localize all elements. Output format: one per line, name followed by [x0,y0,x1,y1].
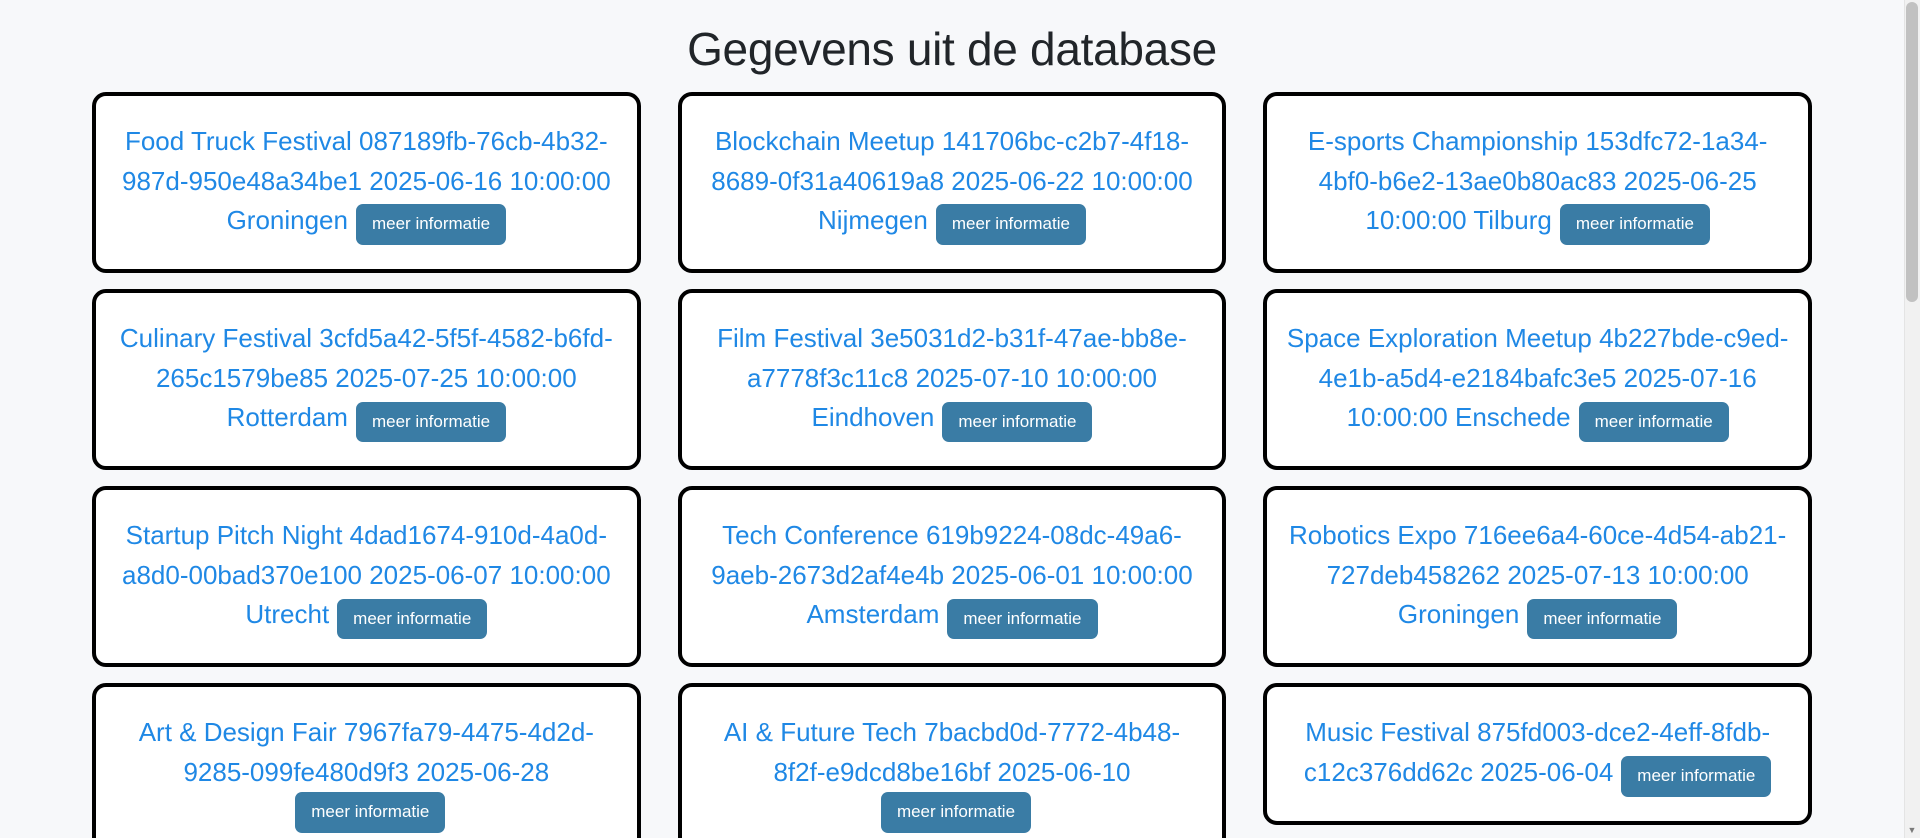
event-card: Blockchain Meetup 141706bc-c2b7-4f18-868… [677,92,1227,274]
event-card: Robotics Expo 716ee6a4-60ce-4d54-ab21-72… [1263,486,1812,668]
event-card: E-sports Championship 153dfc72-1a34-4bf0… [1263,92,1812,274]
page-title: Gegevens uit de database [687,23,1217,75]
more-info-button[interactable]: meer informatie [337,598,488,640]
event-card: Startup Pitch Night 4dad1674-910d-4a0d-a… [92,486,641,668]
more-info-button[interactable]: meer informatie [1578,401,1729,443]
event-card-text: E-sports Championship 153dfc72-1a34-4bf0… [1307,126,1768,236]
more-info-button[interactable]: meer informatie [1527,598,1678,640]
event-card-text: Tech Conference 619b9224-08dc-49a6-9aeb-… [711,520,1193,630]
more-info-button[interactable]: meer informatie [355,204,507,246]
scroll-down-arrow-icon[interactable]: ▼ [1907,825,1917,835]
more-info-button[interactable]: meer informatie [880,792,1032,834]
more-info-button[interactable]: meer informatie [935,204,1086,246]
event-card-text: Art & Design Fair 7967fa79-4475-4d2d-928… [138,717,594,787]
scrollbar-thumb[interactable] [1906,2,1918,302]
event-card: Food Truck Festival 087189fb-76cb-4b32-9… [92,92,641,274]
event-card: Film Festival 3e5031d2-b31f-47ae-bb8e-a7… [677,289,1227,471]
event-card-grid: Food Truck Festival 087189fb-76cb-4b32-9… [0,92,1904,838]
vertical-scrollbar[interactable]: ▲ ▼ [1904,0,1920,838]
more-info-button[interactable]: meer informatie [295,792,446,834]
event-card-text: Space Exploration Meetup 4b227bde-c9ed-4… [1286,323,1789,433]
event-card: Music Festival 875fd003-dce2-4eff-8fdb-c… [1263,683,1812,826]
more-info-button[interactable]: meer informatie [355,401,507,443]
more-info-button[interactable]: meer informatie [942,401,1093,443]
event-card-text: Music Festival 875fd003-dce2-4eff-8fdb-c… [1303,717,1771,787]
event-card-text: AI & Future Tech 7bacbd0d-7772-4b48-8f2f… [723,717,1181,787]
more-info-button[interactable]: meer informatie [1559,204,1710,246]
event-card-text: Robotics Expo 716ee6a4-60ce-4d54-ab21-72… [1289,520,1787,630]
event-card: Tech Conference 619b9224-08dc-49a6-9aeb-… [677,486,1227,668]
event-card: Art & Design Fair 7967fa79-4475-4d2d-928… [92,683,641,838]
event-card-text: Food Truck Festival 087189fb-76cb-4b32-9… [121,126,611,236]
event-card-text: Culinary Festival 3cfd5a42-5f5f-4582-b6f… [119,323,613,433]
event-card: AI & Future Tech 7bacbd0d-7772-4b48-8f2f… [677,683,1227,838]
event-card-text: Blockchain Meetup 141706bc-c2b7-4f18-868… [711,126,1193,236]
event-card-text: Startup Pitch Night 4dad1674-910d-4a0d-a… [121,520,611,630]
more-info-button[interactable]: meer informatie [1621,756,1772,798]
more-info-button[interactable]: meer informatie [947,598,1098,640]
event-card: Culinary Festival 3cfd5a42-5f5f-4582-b6f… [92,289,641,471]
event-card-text: Film Festival 3e5031d2-b31f-47ae-bb8e-a7… [717,323,1187,433]
event-card: Space Exploration Meetup 4b227bde-c9ed-4… [1263,289,1812,471]
